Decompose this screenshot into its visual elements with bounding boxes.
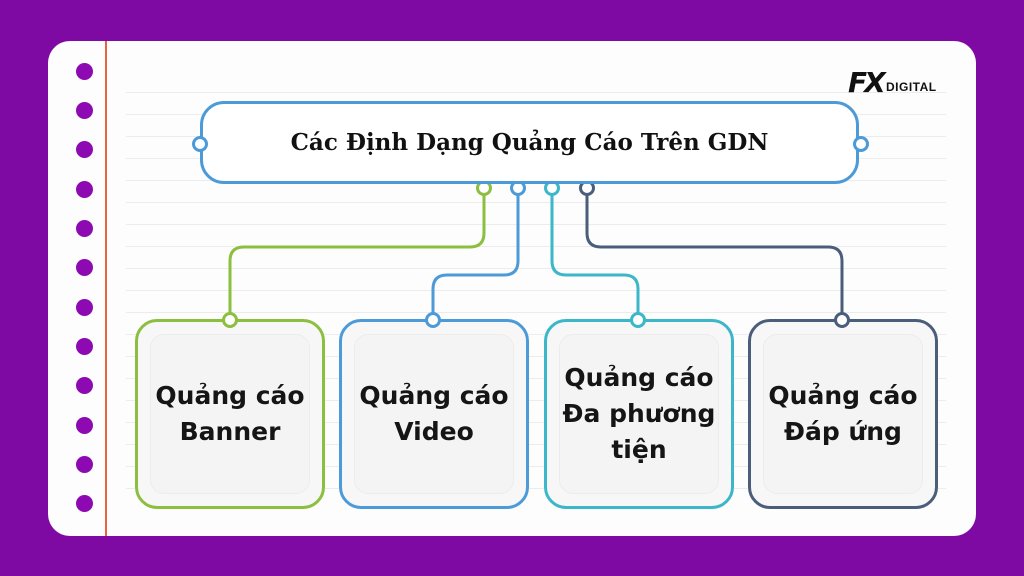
card-node	[630, 312, 646, 328]
binder-hole	[76, 63, 93, 80]
title-box: Các Định Dạng Quảng Cáo Trên GDN	[200, 101, 859, 184]
card-node	[222, 312, 238, 328]
card-inner	[559, 334, 719, 494]
card-label: Quảng cáo Đáp ứng	[768, 381, 918, 446]
fx-digital-logo: FX DIGITAL	[848, 66, 958, 99]
connector-lines	[228, 180, 844, 320]
binder-hole	[76, 495, 93, 512]
binder-hole	[76, 102, 93, 119]
card-banner-ads: Quảng cáo Banner	[135, 319, 325, 509]
card-rich-media-ads: Quảng cáo Đa phương tiện	[544, 319, 734, 509]
card-inner	[763, 334, 923, 494]
notebook-paper: FX DIGITAL Các Định Dạng Quảng Cáo Trên …	[48, 41, 976, 536]
card-video-ads: Quảng cáo Video	[339, 319, 529, 509]
binder-hole	[76, 299, 93, 316]
title-side-node-right	[853, 136, 869, 152]
binder-hole	[76, 259, 93, 276]
connector-responsive	[585, 188, 844, 320]
connector-rich-media	[550, 188, 640, 320]
card-node	[425, 312, 441, 328]
binder-hole	[76, 181, 93, 198]
binder-hole	[76, 377, 93, 394]
end-nodes	[192, 136, 869, 152]
binder-hole	[76, 456, 93, 473]
binder-hole	[76, 220, 93, 237]
card-nodes	[222, 312, 850, 328]
connector-video	[431, 188, 520, 320]
binder-hole	[76, 338, 93, 355]
card-label: Quảng cáo Banner	[155, 381, 305, 446]
title-side-node-left	[192, 136, 208, 152]
card-inner	[150, 334, 310, 494]
card-label: Quảng cáo Video	[359, 381, 509, 446]
binder-hole	[76, 417, 93, 434]
card-inner	[354, 334, 514, 494]
diagram-title: Các Định Dạng Quảng Cáo Trên GDN	[290, 129, 769, 156]
margin-line	[105, 41, 107, 536]
card-node	[834, 312, 850, 328]
connector-banner	[228, 188, 486, 320]
binder-hole	[76, 141, 93, 158]
logo-mark: FX	[848, 66, 886, 99]
logo-text: DIGITAL	[886, 80, 937, 94]
card-label: Quảng cáo Đa phương tiện	[562, 363, 716, 464]
card-responsive-ads: Quảng cáo Đáp ứng	[748, 319, 938, 509]
